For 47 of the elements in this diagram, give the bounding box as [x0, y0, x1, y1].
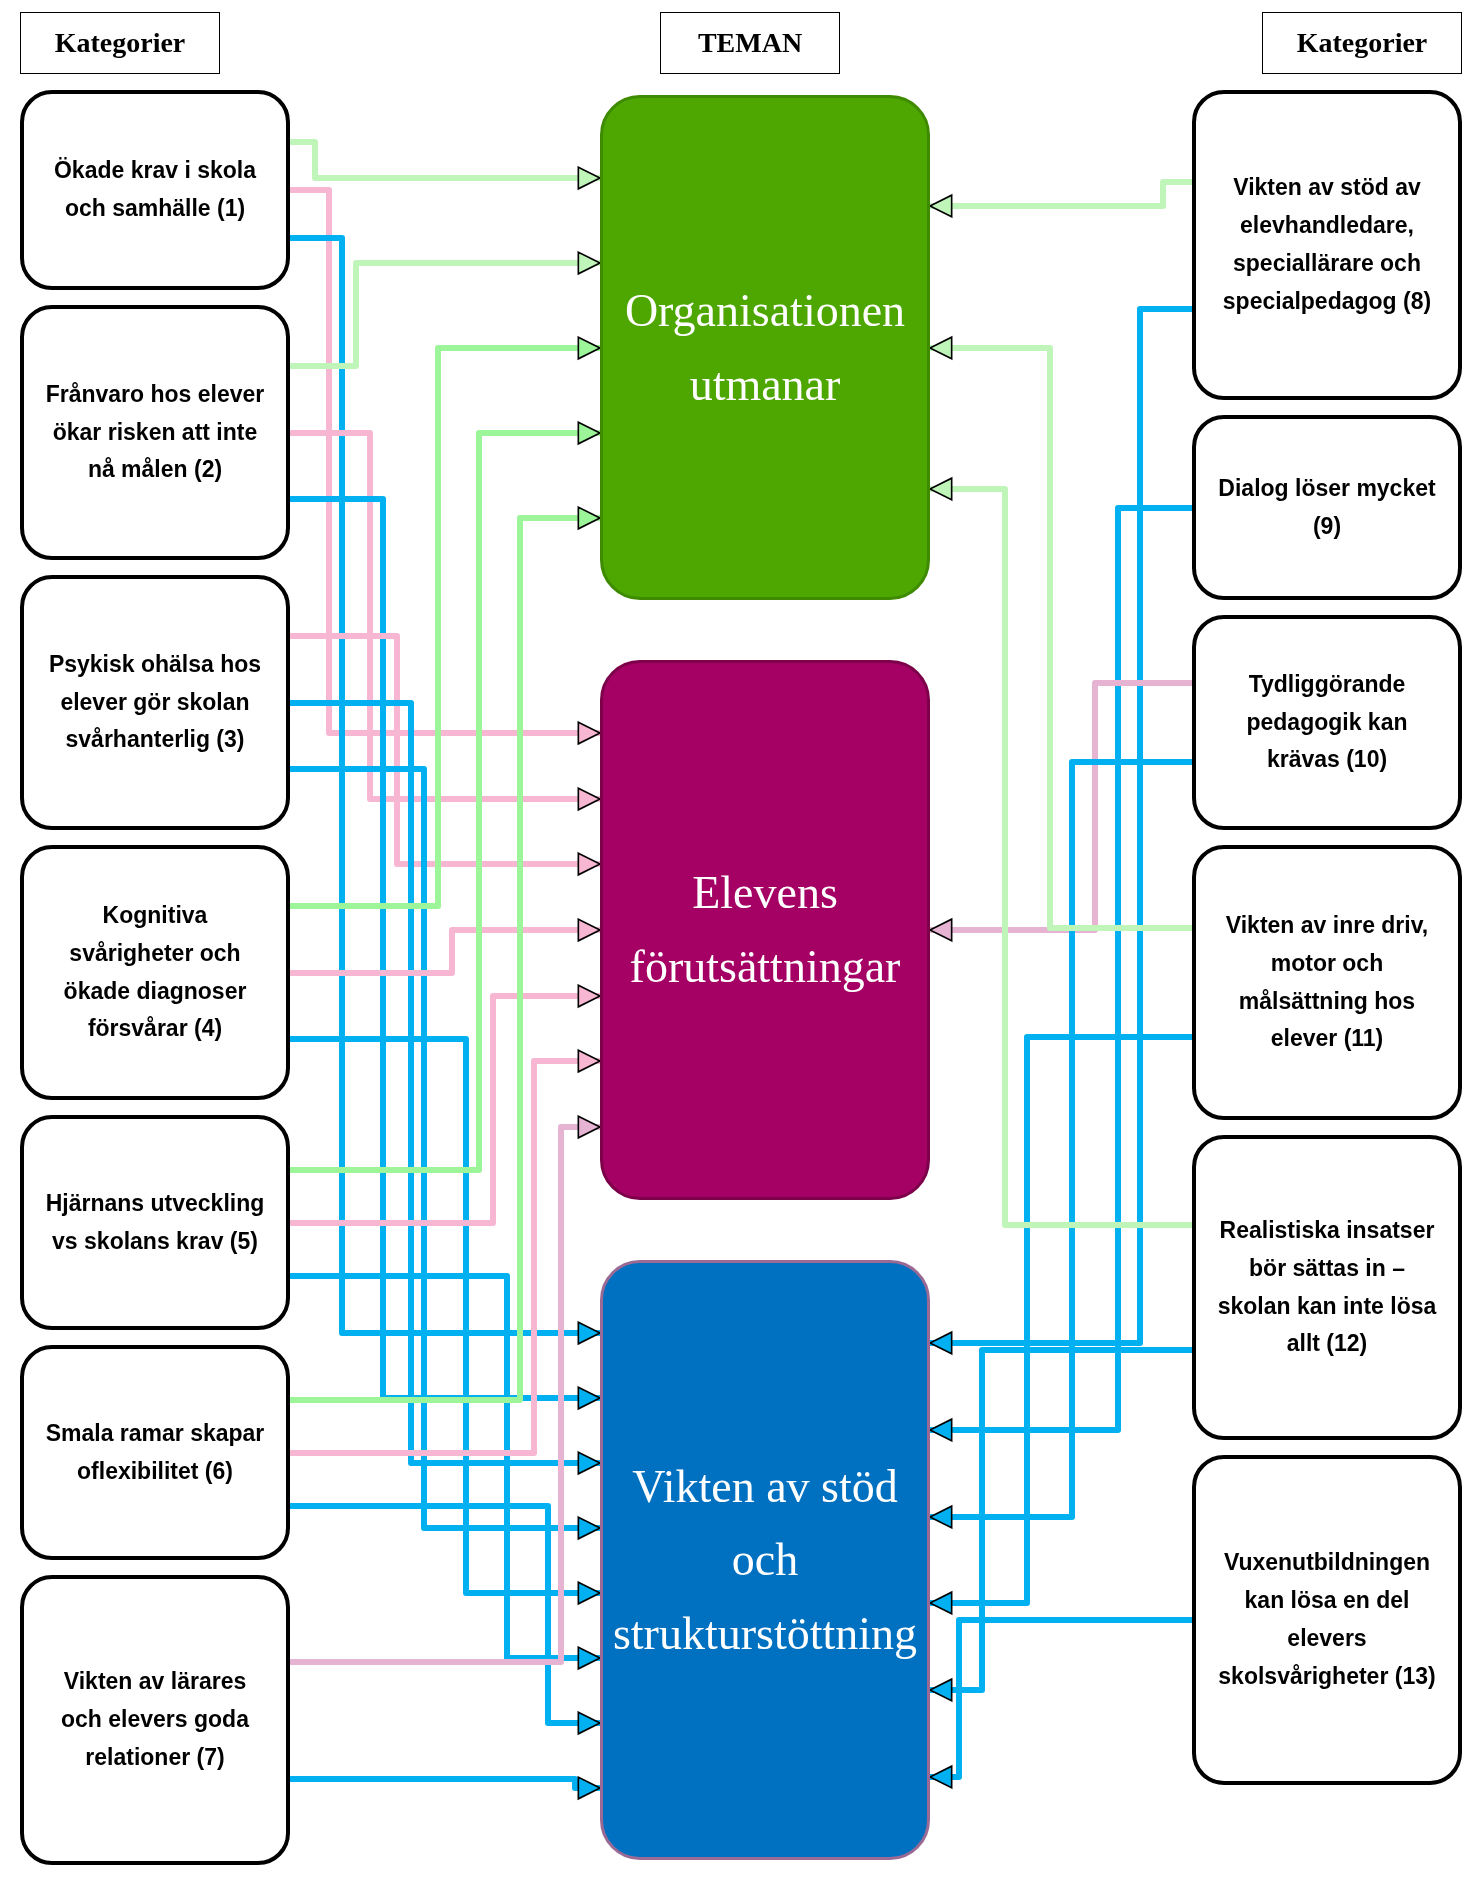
theme-card: Elevens förutsättningar: [600, 660, 930, 1200]
arrow: [929, 1347, 1192, 1702]
category-card: Vuxenutbildningen kan lösa en del elevers skolsvårigheter (13): [1192, 1455, 1462, 1785]
heading-box: TEMAN: [660, 12, 840, 74]
category-card: Tydliggörande pedagogik kan krävas (10): [1192, 615, 1462, 830]
arrow: [290, 421, 601, 1173]
theme-card: Organisationen utmanar: [600, 95, 930, 600]
arrow: [290, 1503, 601, 1735]
arrow: [290, 430, 601, 811]
arrow: [290, 766, 601, 1540]
category-card: Smala ramar skapar oflexibilitet (6): [20, 1345, 290, 1560]
arrow: [290, 918, 601, 976]
category-card: Hjärnans utveckling vs skolans krav (5): [20, 1115, 290, 1330]
arrow: [290, 700, 601, 1475]
arrow: [290, 251, 601, 369]
arrow: [290, 1049, 601, 1456]
arrow: [290, 187, 601, 745]
arrow: [929, 336, 1192, 931]
theme-card: Vikten av stöd och strukturstöttning: [600, 1260, 930, 1860]
arrow: [929, 179, 1192, 218]
arrow: [929, 759, 1192, 1529]
category-card: Vikten av stöd av elevhandledare, speciallärare och specialpedagog (8): [1192, 90, 1462, 400]
category-card: Vikten av inre driv, motor och målsättning hos elever (11): [1192, 845, 1462, 1120]
arrow: [290, 235, 601, 1345]
category-card: Ökade krav i skola och samhälle (1): [20, 90, 290, 290]
arrow: [929, 306, 1192, 1355]
category-card: Psykisk ohälsa hos elever gör skolan svårhanterlig (3): [20, 575, 290, 830]
arrow: [290, 984, 601, 1226]
arrow: [929, 1617, 1192, 1789]
category-card: Dialog löser mycket (9): [1192, 415, 1462, 600]
category-card: Realistiska insatser bör sättas in – skolan kan inte lösa allt (12): [1192, 1135, 1462, 1440]
category-card: Vikten av lärares och elevers goda relationer (7): [20, 1575, 290, 1865]
heading-box: Kategorier: [1262, 12, 1462, 74]
arrow: [929, 680, 1192, 942]
heading-box: Kategorier: [20, 12, 220, 74]
arrow: [929, 477, 1192, 1228]
category-card: Kognitiva svårigheter och ökade diagnoser försvårar (4): [20, 845, 290, 1100]
arrow: [929, 505, 1192, 1442]
arrow: [290, 1115, 601, 1665]
arrow: [290, 1273, 601, 1670]
category-card: Frånvaro hos elever ökar risken att inte nå målen (2): [20, 305, 290, 560]
arrow: [290, 336, 601, 909]
arrow: [290, 139, 601, 190]
arrow: [290, 1036, 601, 1605]
arrow: [929, 1034, 1192, 1615]
arrow: [290, 1776, 601, 1800]
arrow: [290, 633, 601, 876]
